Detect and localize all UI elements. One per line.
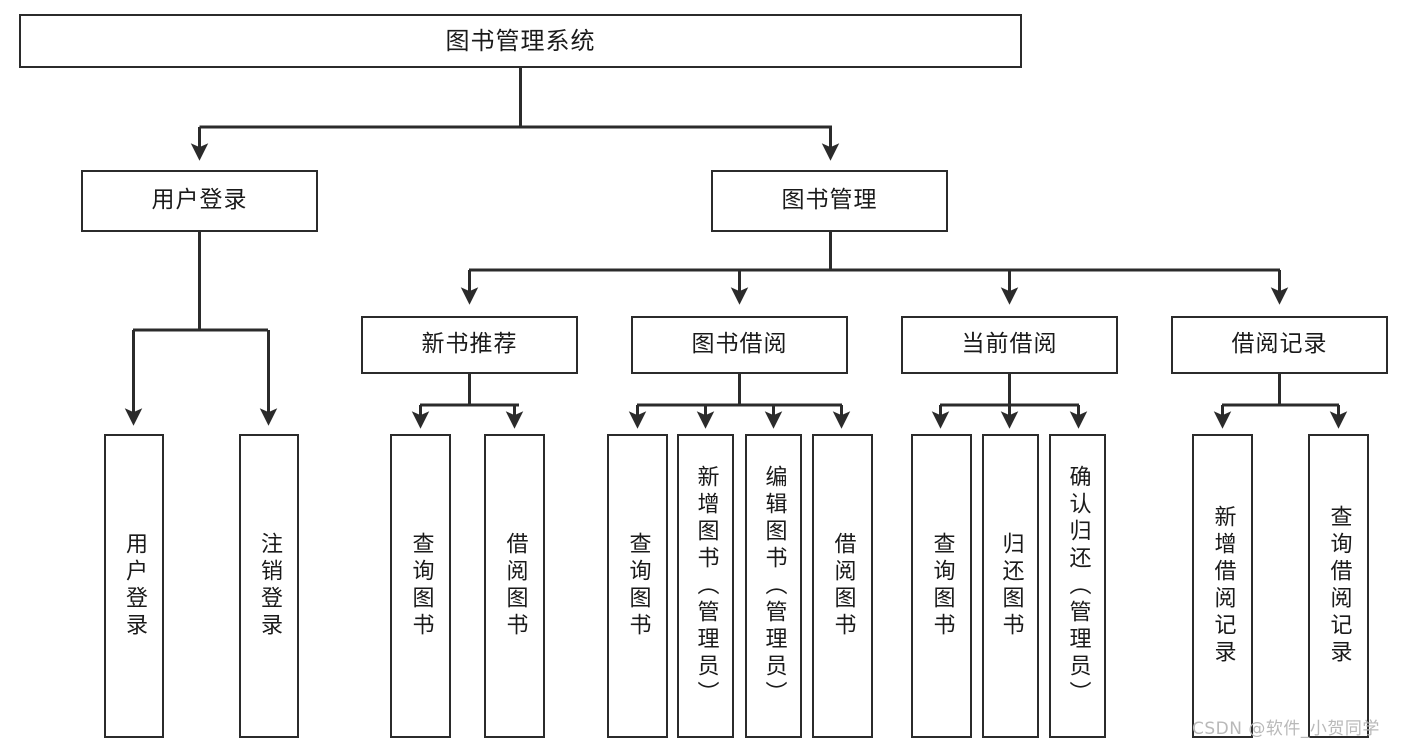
node-leaf-query-book-1[interactable]: 查询图书 — [390, 434, 451, 738]
node-label: 编辑图书（管理员） — [761, 464, 787, 708]
node-new-book-recommend[interactable]: 新书推荐 — [361, 316, 578, 374]
node-leaf-return-book[interactable]: 归还图书 — [982, 434, 1039, 738]
node-label: 图书管理系统 — [445, 26, 596, 55]
node-label: 用户登录 — [122, 532, 147, 640]
node-leaf-add-record[interactable]: 新增借阅记录 — [1192, 434, 1253, 738]
node-leaf-user-login[interactable]: 用户登录 — [104, 434, 164, 738]
node-label: 借阅记录 — [1231, 331, 1328, 358]
node-leaf-user-logout[interactable]: 注销登录 — [239, 434, 299, 738]
node-book-manage[interactable]: 图书管理 — [711, 170, 948, 232]
node-label: 归还图书 — [998, 532, 1024, 640]
node-book-borrow[interactable]: 图书借阅 — [631, 316, 848, 374]
node-label: 借阅图书 — [502, 532, 528, 640]
node-borrow-record[interactable]: 借阅记录 — [1171, 316, 1388, 374]
node-label: 查询图书 — [625, 532, 651, 640]
node-root-system[interactable]: 图书管理系统 — [19, 14, 1022, 68]
node-label: 查询图书 — [929, 532, 955, 640]
node-label: 查询图书 — [408, 532, 434, 640]
node-leaf-borrow-book-1[interactable]: 借阅图书 — [484, 434, 545, 738]
node-label: 当前借阅 — [961, 331, 1058, 358]
node-current-borrow[interactable]: 当前借阅 — [901, 316, 1118, 374]
node-leaf-query-book-2[interactable]: 查询图书 — [607, 434, 668, 738]
node-label: 确认归还（管理员） — [1065, 464, 1091, 708]
node-label: 注销登录 — [257, 532, 282, 640]
node-leaf-borrow-book-2[interactable]: 借阅图书 — [812, 434, 873, 738]
node-leaf-query-book-3[interactable]: 查询图书 — [911, 434, 972, 738]
node-label: 图书管理 — [781, 187, 878, 214]
node-label: 用户登录 — [151, 187, 248, 214]
node-label: 新增图书（管理员） — [693, 464, 719, 708]
node-label: 借阅图书 — [830, 532, 856, 640]
csdn-watermark: CSDN @软件_小贺同学 — [1192, 719, 1380, 739]
node-leaf-edit-book[interactable]: 编辑图书（管理员） — [745, 434, 802, 738]
node-label: 图书借阅 — [691, 331, 788, 358]
node-user-login[interactable]: 用户登录 — [81, 170, 318, 232]
node-label: 查询借阅记录 — [1326, 505, 1352, 667]
node-label: 新书推荐 — [421, 331, 518, 358]
node-leaf-confirm-return[interactable]: 确认归还（管理员） — [1049, 434, 1106, 738]
node-leaf-add-book[interactable]: 新增图书（管理员） — [677, 434, 734, 738]
node-label: 新增借阅记录 — [1210, 505, 1236, 667]
node-leaf-query-record[interactable]: 查询借阅记录 — [1308, 434, 1369, 738]
